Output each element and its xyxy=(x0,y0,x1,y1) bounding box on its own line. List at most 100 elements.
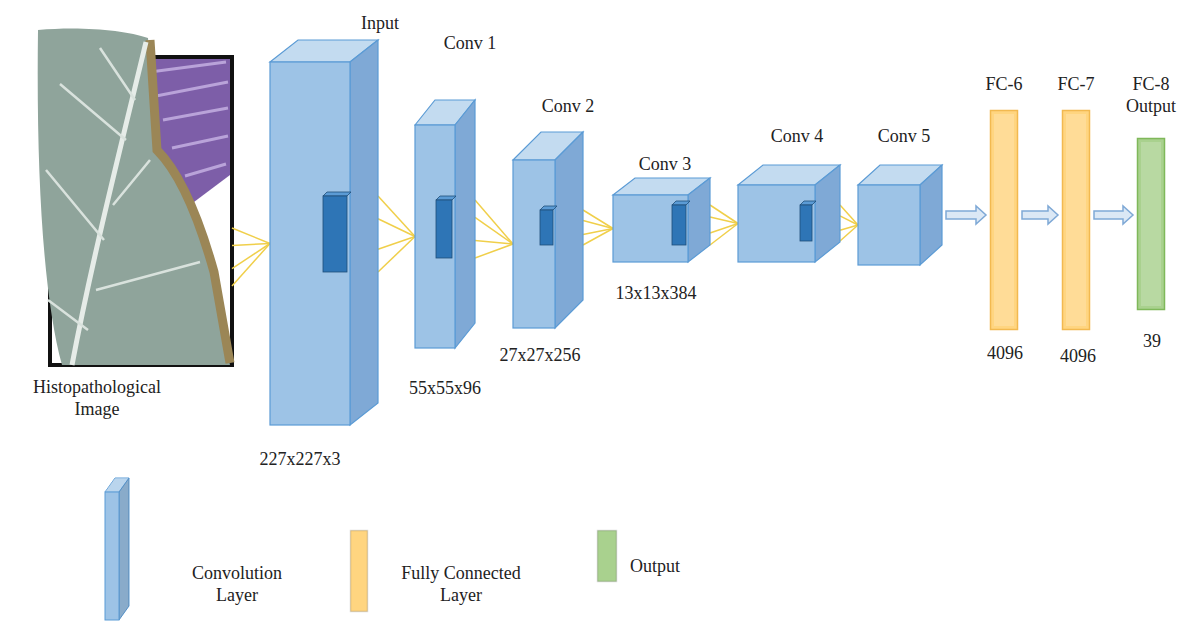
layer-label: Conv 1 xyxy=(444,32,497,54)
legend-label: Fully Connected Layer xyxy=(386,562,536,606)
kernel-square xyxy=(436,200,452,258)
receptive-field-line xyxy=(232,244,270,287)
cube-front xyxy=(858,185,920,265)
cube-front xyxy=(613,195,688,262)
cube-side xyxy=(688,178,710,262)
legend-label: Convolution Layer xyxy=(177,562,297,606)
receptive-field-lines xyxy=(710,205,738,245)
kernel-square xyxy=(800,205,812,241)
layer-label: Conv 2 xyxy=(542,95,595,117)
kernel-top xyxy=(436,196,456,200)
layer-label: FC-7 xyxy=(1058,73,1095,95)
cube-side xyxy=(350,40,378,425)
layer-label: FC-6 xyxy=(986,73,1023,95)
layer-label: Conv 5 xyxy=(878,125,931,147)
kernel-square xyxy=(540,210,553,245)
fc-layer: FC-64096 xyxy=(990,110,1018,330)
legend-swatch xyxy=(105,478,129,620)
block-arrow xyxy=(946,206,986,224)
input-layer: Input227x227x3 xyxy=(270,40,378,425)
kernel-top xyxy=(323,192,351,196)
cube-side xyxy=(555,132,583,328)
layer-bar xyxy=(1138,139,1165,310)
receptive-field-lines xyxy=(475,200,513,258)
layer-shape xyxy=(513,132,583,328)
conv-layer: Conv 155x55x96 xyxy=(415,100,475,348)
legend-label: Output xyxy=(630,555,680,577)
layer-label: FC-8 Output xyxy=(1116,73,1186,117)
cube-front xyxy=(270,62,350,425)
kernel-top xyxy=(540,206,557,210)
bar-highlight xyxy=(1066,114,1086,326)
layer-shape xyxy=(858,165,942,265)
kernel-square xyxy=(323,196,347,272)
layer-label: Conv 3 xyxy=(639,153,692,175)
receptive-field-line xyxy=(475,244,513,258)
block-arrow xyxy=(1094,206,1133,224)
receptive-field-line xyxy=(378,237,415,273)
conv-layer: Conv 4 xyxy=(738,165,840,262)
layer-bar xyxy=(991,111,1018,330)
cube-front xyxy=(738,185,815,262)
dimension-label: 13x13x384 xyxy=(616,282,697,304)
cube-side xyxy=(815,165,840,262)
receptive-field-lines xyxy=(378,196,415,272)
kernel-top xyxy=(672,201,690,205)
leaf-veins xyxy=(46,48,200,330)
kernel-square xyxy=(672,205,686,245)
layer-shape xyxy=(738,165,840,262)
conv-layer: Conv 227x27x256 xyxy=(513,132,583,328)
swatch-front xyxy=(105,492,119,620)
receptive-field-line xyxy=(710,224,738,246)
bar-highlight xyxy=(1141,142,1161,306)
cube-side xyxy=(455,100,475,348)
image-node: Histopathological Image xyxy=(35,28,232,365)
receptive-field-line xyxy=(232,244,270,246)
receptive-field-line xyxy=(378,219,415,237)
output-layer: FC-8 Output39 xyxy=(1137,138,1165,310)
layer-shape xyxy=(990,110,1018,330)
swatch-bar xyxy=(351,531,368,612)
receptive-field-line xyxy=(378,196,415,237)
lesion-margin xyxy=(150,40,230,363)
receptive-field-line xyxy=(710,217,738,224)
swatch-side-shade xyxy=(119,478,129,620)
receptive-field-line xyxy=(475,200,513,244)
swatch-bar xyxy=(598,531,617,582)
cube-front xyxy=(415,125,455,348)
legend-swatch xyxy=(351,531,368,612)
fc-layer: FC-74096 xyxy=(1062,110,1090,330)
dimension-label: 39 xyxy=(1143,330,1161,352)
cube-side xyxy=(920,165,942,265)
receptive-field-line xyxy=(710,205,738,224)
receptive-field-line xyxy=(583,229,613,246)
layer-label: Input xyxy=(361,12,399,34)
receptive-field-line xyxy=(475,217,513,244)
cube-front xyxy=(513,160,555,328)
conv-layer: Conv 5 xyxy=(858,165,942,265)
receptive-field-line xyxy=(475,241,513,244)
receptive-field-lines xyxy=(840,205,858,241)
layer-bar xyxy=(1063,111,1090,330)
swatch-side xyxy=(119,478,129,620)
legend-swatch xyxy=(598,531,617,582)
receptive-field-line xyxy=(840,205,858,225)
dimension-label: 27x27x256 xyxy=(500,344,581,366)
layer-shape xyxy=(270,40,378,425)
block-arrow xyxy=(1022,206,1058,224)
receptive-field-lines xyxy=(232,228,270,286)
bar-highlight xyxy=(994,114,1014,326)
layer-label: Conv 4 xyxy=(771,125,824,147)
layer-shape xyxy=(1137,138,1165,310)
layer-shape xyxy=(415,100,475,348)
receptive-field-lines xyxy=(583,210,613,245)
leaf-body xyxy=(38,28,230,365)
layer-shape xyxy=(1062,110,1090,330)
leaf-midrib xyxy=(72,42,146,365)
kernel-top xyxy=(800,201,816,205)
conv-layer: Conv 313x13x384 xyxy=(613,178,710,262)
image-caption: Histopathological Image xyxy=(12,376,182,420)
